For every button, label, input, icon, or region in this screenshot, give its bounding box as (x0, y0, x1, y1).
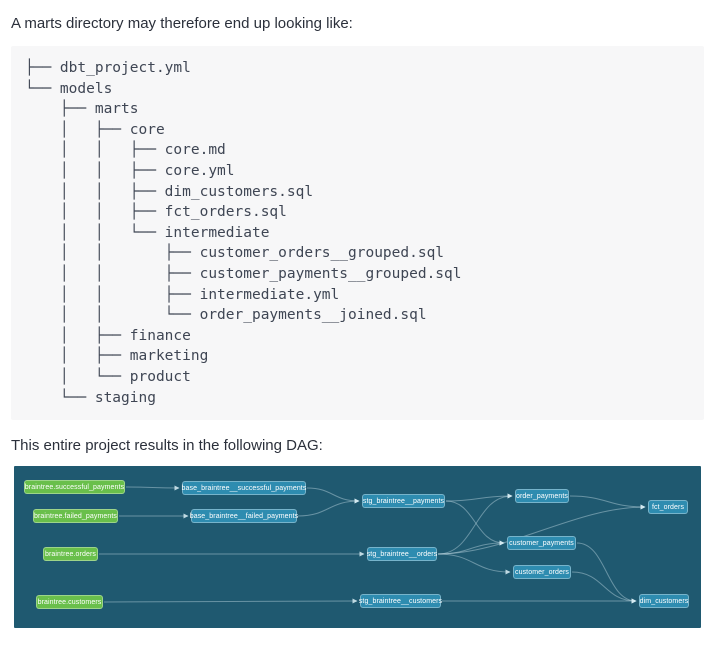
dag-node-braintree_orders: braintree.orders (43, 547, 98, 562)
dag-node-braintree_successful_payments: braintree.successful_payments (24, 480, 125, 495)
code-block: ├── dbt_project.yml └── models ├── marts… (11, 46, 704, 421)
dag-node-braintree_failed_payments: braintree.failed_payments (33, 509, 118, 524)
dag-edge-base_braintree__successful_payments-stg_braintree__payments (306, 487, 360, 504)
dag-edge-stg_braintree__orders-order_payments (437, 493, 513, 555)
dag-node-customer_payments: customer_payments (507, 536, 576, 551)
dag-node-dim_customers: dim_customers (639, 594, 689, 609)
dag-edges (98, 485, 646, 604)
dag-node-stg_braintree__orders: stg_braintree__orders (367, 547, 437, 562)
dag-node-base_braintree__failed_payments: base_braintree__failed_payments (190, 509, 298, 524)
dag-node-stg_braintree__payments: stg_braintree__payments (362, 494, 445, 509)
dag-edge-braintree_successful_payments-base_braintree__successful_payments (125, 485, 180, 491)
dag-edge-customer_payments-dim_customers (576, 542, 637, 604)
dag-edge-order_payments-fct_orders (569, 495, 646, 510)
dag-edge-stg_braintree__payments-order_payments (445, 493, 513, 502)
dag-node-stg_braintree__customers: stg_braintree__customers (359, 594, 442, 609)
dag-image: braintree.successful_payments braintree.f… (14, 466, 701, 629)
dag-paragraph: This entire project results in the follo… (11, 437, 323, 455)
dag-edge-stg_braintree__orders-customer_payments (437, 540, 505, 555)
dag-edge-stg_braintree__orders-customer_orders (437, 553, 511, 575)
dag-node-base_braintree__successful_payments: base_braintree__successful_payments (182, 481, 306, 496)
dag-edge-stg_braintree__payments-customer_payments (445, 500, 505, 546)
dag-edge-stg_braintree__orders-fct_orders (437, 504, 646, 555)
dag-node-fct_orders: fct_orders (648, 500, 688, 515)
dag-node-customer_orders: customer_orders (513, 565, 571, 580)
dag-node-order_payments: order_payments (515, 489, 569, 504)
dag-edge-customer_orders-dim_customers (571, 571, 637, 604)
dag-edge-braintree_customers-stg_braintree__customers (103, 598, 358, 604)
directory-tree: ├── dbt_project.yml └── models ├── marts… (25, 60, 462, 406)
intro-paragraph: A marts directory may therefore end up l… (11, 15, 353, 32)
article-content: A marts directory may therefore end up l… (0, 13, 715, 629)
dag-node-braintree_customers: braintree.customers (36, 595, 103, 610)
dag-edge-base_braintree__failed_payments-stg_braintree__payments (297, 498, 360, 517)
